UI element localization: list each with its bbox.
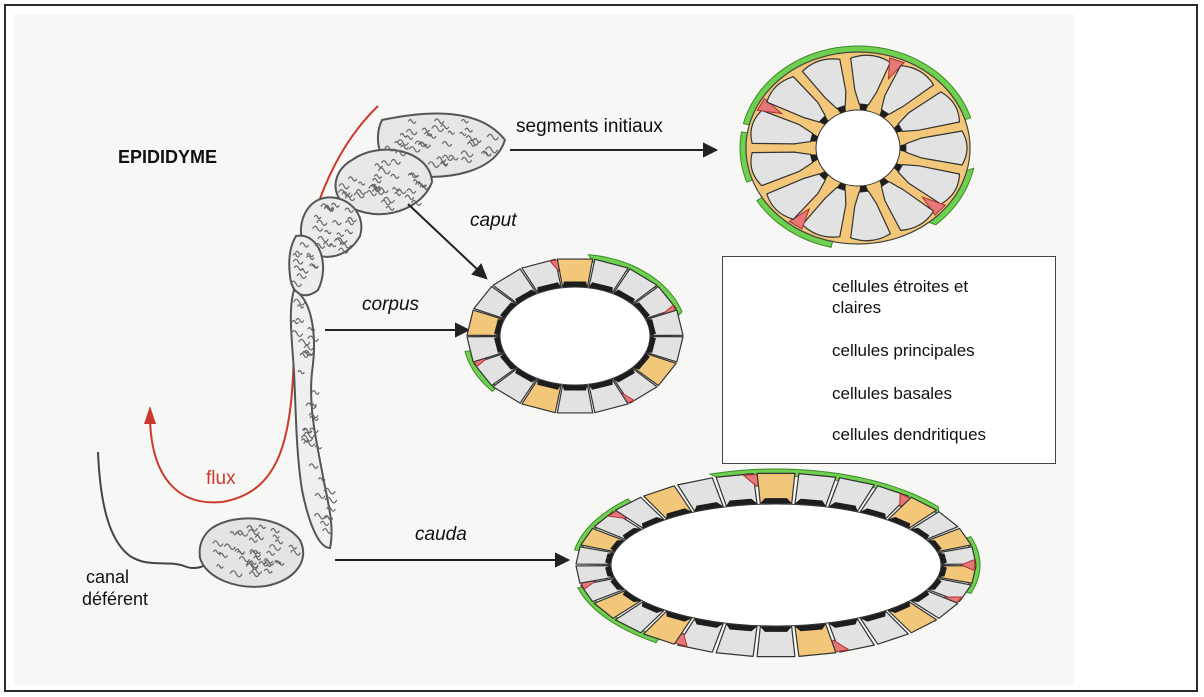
legend-narrow-clear-line2: claires xyxy=(832,297,881,318)
brush-border xyxy=(760,627,791,632)
coil-loop xyxy=(312,391,319,395)
epididymis-tube xyxy=(200,113,505,586)
label-deferent: déférent xyxy=(82,588,148,610)
brush-border xyxy=(563,281,588,286)
label-segments-initiaux: segments initiaux xyxy=(516,116,663,138)
label-canal: canal xyxy=(86,566,129,588)
legend-narrow-clear-line1: cellules étroites et xyxy=(832,276,968,297)
legend-principal: cellules principales xyxy=(832,340,975,361)
canal-deferent-duct xyxy=(98,452,214,568)
legend-dendritic: cellules dendritiques xyxy=(832,424,986,445)
diagram-title: EPIDIDYME xyxy=(118,146,217,168)
brush-border xyxy=(760,498,791,503)
lumen xyxy=(816,110,900,186)
lumen xyxy=(611,504,941,626)
label-corpus: corpus xyxy=(362,294,419,316)
label-caput: caput xyxy=(470,210,516,232)
label-cauda: cauda xyxy=(415,524,467,546)
brush-border xyxy=(563,385,588,390)
lumen xyxy=(500,287,650,385)
label-flux: flux xyxy=(206,468,236,490)
section-caput-corpus xyxy=(465,255,683,413)
section-cauda xyxy=(575,469,980,657)
legend-basal: cellules basales xyxy=(832,383,952,404)
section-initial-segment xyxy=(740,46,974,247)
flux-arrowhead xyxy=(144,406,156,424)
